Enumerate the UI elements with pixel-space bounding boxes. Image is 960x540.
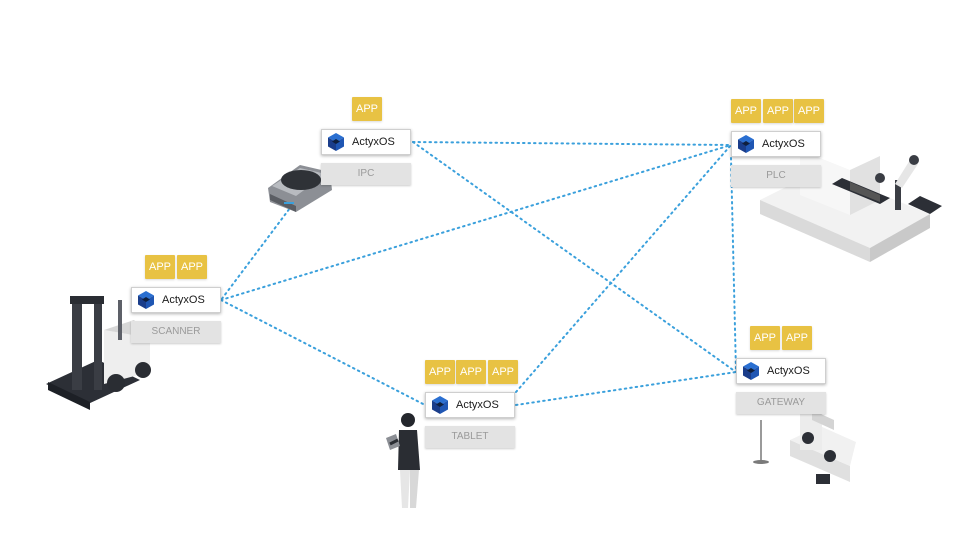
device-label: GATEWAY	[736, 392, 826, 414]
actyxos-card[interactable]: ActyxOS	[131, 287, 221, 313]
app-badge[interactable]: APP	[177, 255, 207, 279]
app-badge[interactable]: APP	[750, 326, 780, 350]
link-scanner-plc	[220, 144, 732, 301]
device-label: IPC	[321, 163, 411, 185]
os-label: ActyxOS	[762, 138, 805, 150]
link-scanner-tablet	[220, 299, 426, 406]
os-label: ActyxOS	[456, 399, 499, 411]
link-ipc-plc	[412, 141, 732, 146]
gateway-robot-illustration	[753, 410, 856, 484]
actyxos-card[interactable]: ActyxOS	[321, 129, 411, 155]
device-label: PLC	[731, 165, 821, 187]
os-label: ActyxOS	[352, 136, 395, 148]
device-label: SCANNER	[131, 321, 221, 343]
app-badge[interactable]: APP	[794, 99, 824, 123]
link-ipc-scanner	[220, 191, 303, 301]
link-tablet-plc	[515, 144, 732, 393]
app-badge[interactable]: APP	[425, 360, 455, 384]
link-tablet-gateway	[515, 371, 737, 406]
actyxos-logo-icon	[328, 133, 344, 151]
os-label: ActyxOS	[767, 365, 810, 377]
app-badge[interactable]: APP	[763, 99, 793, 123]
actyxos-logo-icon	[138, 291, 154, 309]
link-plc-gateway	[730, 157, 737, 373]
app-badge[interactable]: APP	[456, 360, 486, 384]
actyxos-logo-icon	[738, 135, 754, 153]
app-badge[interactable]: APP	[145, 255, 175, 279]
link-ipc-gateway	[412, 141, 737, 373]
os-label: ActyxOS	[162, 294, 205, 306]
app-badge[interactable]: APP	[352, 97, 382, 121]
device-label: TABLET	[425, 426, 515, 448]
actyxos-card[interactable]: ActyxOS	[731, 131, 821, 157]
actyxos-card[interactable]: ActyxOS	[425, 392, 515, 418]
forklift-illustration	[46, 296, 151, 410]
actyxos-logo-icon	[432, 396, 448, 414]
app-badge[interactable]: APP	[731, 99, 761, 123]
ipc-device-illustration	[268, 165, 332, 212]
app-badge[interactable]: APP	[782, 326, 812, 350]
actyxos-logo-icon	[743, 362, 759, 380]
person-with-tablet-illustration	[386, 413, 420, 508]
app-badge[interactable]: APP	[488, 360, 518, 384]
actyxos-card[interactable]: ActyxOS	[736, 358, 826, 384]
